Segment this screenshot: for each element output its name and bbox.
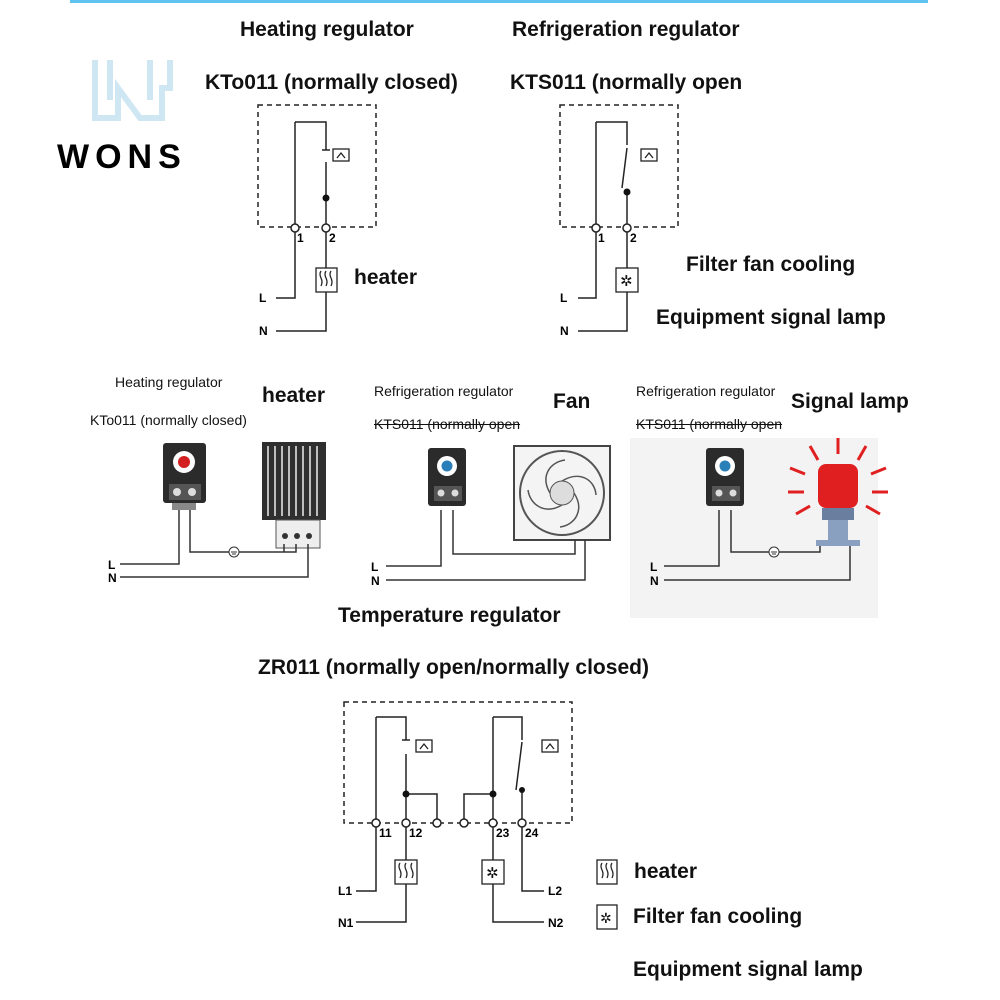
panel1-title: Heating regulator — [115, 374, 223, 390]
zr011-housing-outline — [343, 701, 573, 824]
line-label: N2 — [548, 916, 564, 930]
legend-fan-symbol-icon: ✲ — [596, 904, 618, 930]
panel1-load-label: heater — [262, 384, 326, 407]
panel2-fan-device — [513, 445, 611, 541]
kts011-housing-outline — [559, 104, 679, 228]
terminal-2 — [321, 223, 331, 233]
line-label: N — [371, 574, 380, 588]
top-right-load-label-lamp: Equipment signal lamp — [656, 306, 886, 329]
ground-icon — [768, 546, 780, 558]
switch-contact-dot — [322, 194, 330, 202]
top-left-title: Heating regulator — [240, 18, 414, 41]
terminal-1 — [591, 223, 601, 233]
top-left-load-label: heater — [354, 266, 418, 289]
line-label: N — [560, 324, 569, 338]
terminal-24 — [517, 818, 527, 828]
line-label: L — [371, 560, 378, 574]
panel1-model: KTo011 (normally closed) — [90, 412, 247, 428]
terminal-label: 1 — [598, 231, 605, 245]
terminal-label: 1 — [297, 231, 304, 245]
svg-text:✲: ✲ — [600, 910, 612, 926]
panel1-thermostat-device — [163, 443, 206, 510]
legend-heater-symbol-icon — [596, 859, 618, 885]
legend-fan-label: Filter fan cooling — [633, 905, 803, 928]
junction-dot — [402, 790, 410, 798]
terminal-12 — [401, 818, 411, 828]
panel3-signal-lamp-device — [788, 438, 888, 546]
terminal-2 — [622, 223, 632, 233]
switch-contact-dot — [623, 188, 631, 196]
line-label: N — [108, 571, 117, 585]
top-accent-line — [70, 0, 928, 3]
thermostat-symbol-icon — [415, 739, 559, 753]
terminal-junction — [459, 818, 469, 828]
terminal-11 — [371, 818, 381, 828]
line-label: N — [259, 324, 268, 338]
svg-text:✲: ✲ — [486, 865, 499, 882]
terminal-1 — [290, 223, 300, 233]
line-label: L — [650, 560, 657, 574]
panel1-heater-device — [262, 442, 326, 549]
panel2-title: Refrigeration regulator — [374, 383, 514, 399]
switch-contact-dot — [519, 787, 525, 793]
line-label: N1 — [338, 916, 354, 930]
svg-text:✲: ✲ — [620, 273, 633, 290]
terminal-label: 2 — [329, 231, 336, 245]
junction-dot — [489, 790, 497, 798]
terminal-junction — [432, 818, 442, 828]
fan-symbol-icon: ✲ — [481, 859, 505, 885]
terminal-label: 23 — [496, 826, 510, 840]
heater-symbol-icon — [394, 859, 418, 885]
panel3-title: Refrigeration regulator — [636, 383, 776, 399]
fan-symbol-icon: ✲ — [615, 267, 639, 293]
line-label: L — [560, 291, 567, 305]
thermostat-symbol-icon — [332, 148, 658, 162]
bottom-title: Temperature regulator — [338, 604, 561, 627]
top-left-model: KTo011 (normally closed) — [205, 71, 458, 94]
panel2-load-label: Fan — [553, 390, 591, 413]
terminal-23 — [488, 818, 498, 828]
panel3-thermostat-device — [706, 448, 744, 506]
terminal-label: 2 — [630, 231, 637, 245]
panel2-model: KTS011 (normally open — [374, 416, 521, 432]
line-label: L1 — [338, 884, 352, 898]
top-right-model: KTS011 (normally open — [510, 71, 743, 94]
line-label: L2 — [548, 884, 562, 898]
legend-heater-label: heater — [634, 860, 698, 883]
panel3-model: KTS011 (normally open — [636, 416, 783, 432]
panel3-load-label: Signal lamp — [791, 390, 909, 413]
top-right-title: Refrigeration regulator — [512, 18, 740, 41]
kto011-housing-outline — [257, 104, 377, 228]
bottom-model: ZR011 (normally open/normally closed) — [258, 656, 649, 679]
terminal-label: 11 — [379, 826, 392, 840]
legend-signal-lamp-label: Equipment signal lamp — [633, 958, 863, 981]
terminal-label: 12 — [409, 826, 423, 840]
heater-symbol-icon — [315, 267, 338, 293]
top-right-load-label-fan: Filter fan cooling — [686, 253, 856, 276]
panel2-thermostat-device — [428, 448, 466, 506]
line-label: L — [259, 291, 266, 305]
ground-icon — [228, 546, 240, 558]
line-label: N — [650, 574, 659, 588]
terminal-label: 24 — [525, 826, 539, 840]
line-label: L — [108, 558, 115, 572]
